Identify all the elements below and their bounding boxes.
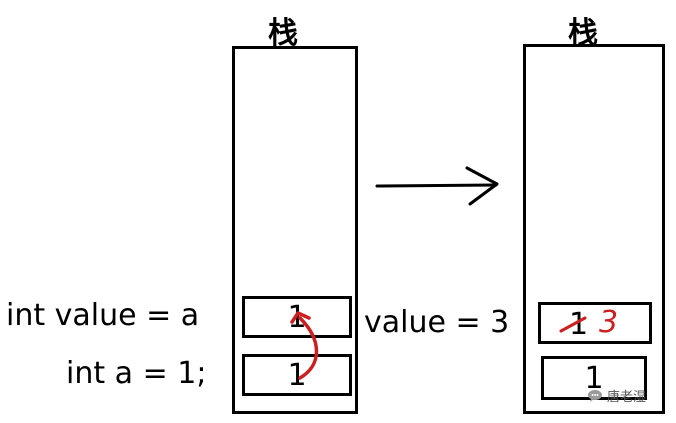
- right-stack-cell-value: 1: [538, 302, 652, 344]
- watermark-text: 唐老湿: [607, 390, 647, 405]
- code-line-int-a: int a = 1;: [66, 356, 207, 391]
- left-stack-cell-value: 1: [242, 296, 352, 338]
- code-line-int-value: int value = a: [6, 298, 200, 333]
- right-stack-frame: [523, 44, 665, 414]
- right-cell-old-value: 1: [569, 307, 589, 342]
- code-value-assign: value = 3: [364, 305, 510, 340]
- left-stack-title: 栈: [268, 16, 298, 51]
- left-stack-frame: [232, 46, 358, 414]
- left-cell-value-text: 1: [287, 299, 307, 335]
- right-cell-new-value: 3: [599, 305, 619, 340]
- left-cell-a-text: 1: [287, 357, 307, 393]
- right-cell-a-text: 1: [584, 360, 604, 396]
- left-stack-cell-a: 1: [242, 354, 352, 396]
- watermark: 唐老湿: [587, 386, 646, 405]
- chat-bubble-icon: [588, 389, 602, 402]
